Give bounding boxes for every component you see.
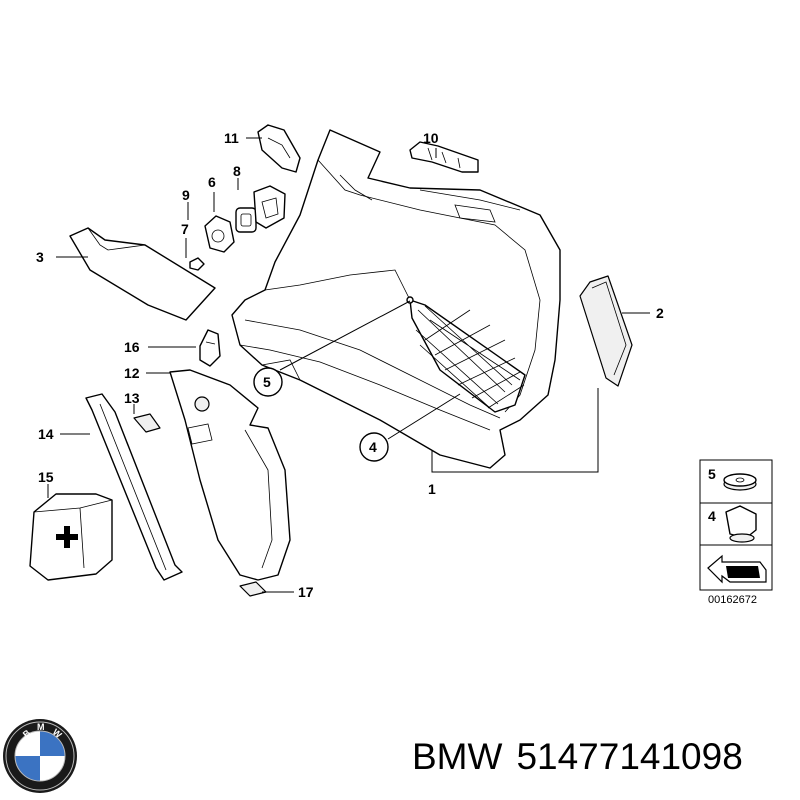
leader-lines bbox=[47, 137, 650, 593]
part-10 bbox=[409, 141, 479, 173]
callout-8: 8 bbox=[233, 163, 241, 179]
callout-3: 3 bbox=[36, 249, 44, 265]
callout-9: 9 bbox=[182, 187, 190, 203]
part-8 bbox=[253, 185, 286, 229]
brand-name: BMW bbox=[412, 736, 503, 777]
part-number: 51477141098 bbox=[516, 736, 743, 777]
callout-13: 13 bbox=[124, 390, 140, 406]
callout-11: 11 bbox=[224, 130, 239, 146]
legend-label-5: 5 bbox=[708, 466, 716, 482]
callout-2: 2 bbox=[656, 305, 664, 321]
callout-1: 1 bbox=[428, 481, 436, 497]
part-6 bbox=[235, 207, 257, 233]
callout-15: 15 bbox=[38, 469, 54, 485]
bmw-logo: B M W bbox=[3, 719, 77, 793]
legend-box: 5 4 00162672 bbox=[699, 459, 773, 606]
part-7 bbox=[189, 257, 205, 271]
brand-part-number-line: BMW 51477141098 bbox=[412, 736, 757, 778]
callout-12: 12 bbox=[124, 365, 140, 381]
svg-text:M: M bbox=[37, 722, 45, 732]
callout-16: 16 bbox=[124, 339, 140, 355]
panel-part-12 bbox=[169, 369, 291, 581]
cargo-net bbox=[406, 296, 526, 413]
part-9 bbox=[204, 215, 235, 253]
callout-10: 10 bbox=[423, 130, 439, 146]
panel-part-3 bbox=[69, 227, 216, 321]
callout-7: 7 bbox=[181, 221, 189, 237]
callout-5-circled: 5 bbox=[263, 374, 271, 390]
callout-4-circled: 4 bbox=[369, 439, 377, 455]
part-13 bbox=[133, 413, 161, 433]
part-16 bbox=[199, 329, 221, 367]
callout-14: 14 bbox=[38, 426, 54, 442]
svg-text:B: B bbox=[21, 727, 33, 739]
strip-part-14 bbox=[85, 393, 183, 581]
callout-labels: 1 2 3 6 7 8 9 10 11 12 13 14 15 16 17 5 … bbox=[36, 130, 664, 600]
first-aid-kit-part-15 bbox=[29, 493, 113, 581]
part-17 bbox=[239, 581, 267, 597]
legend-label-4: 4 bbox=[708, 508, 716, 524]
callout-6: 6 bbox=[208, 174, 216, 190]
side-trim-panel bbox=[231, 129, 561, 469]
callout-17: 17 bbox=[298, 584, 314, 600]
part-11 bbox=[257, 124, 301, 173]
reference-number: 00162672 bbox=[708, 594, 757, 606]
panel-part-2 bbox=[579, 275, 633, 387]
